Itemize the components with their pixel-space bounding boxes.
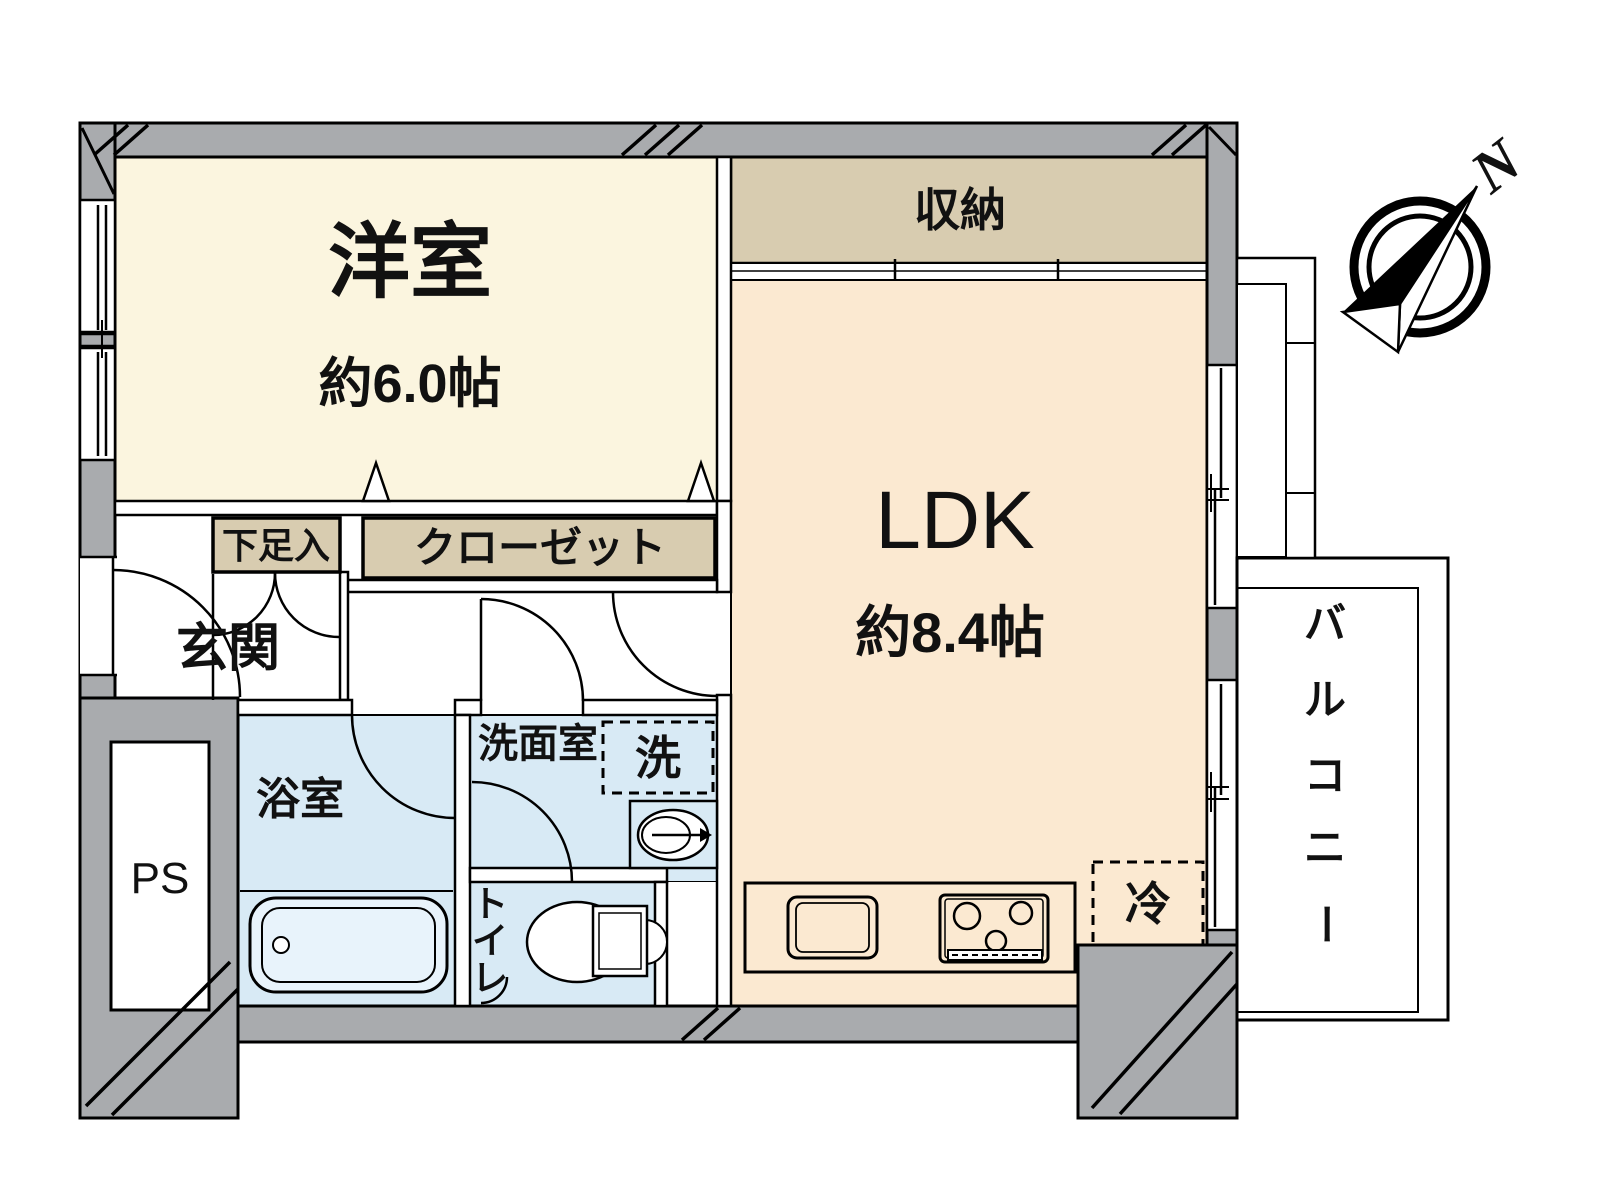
western-room-label: 洋室 (328, 217, 492, 308)
wall-western-ldk (715, 155, 733, 503)
balcony-char: コ (1304, 752, 1346, 799)
ldk-label: LDK (875, 475, 1035, 566)
toilet-char: ト (472, 883, 508, 924)
stove (938, 893, 1050, 964)
storage-area (729, 155, 1209, 265)
washroom-inner-door-arc (471, 780, 574, 883)
window-glyphs (80, 205, 1229, 927)
balcony-char: バ (1304, 600, 1346, 647)
shoe-box (211, 516, 342, 574)
refrigerator-label: 冷 (1125, 878, 1171, 930)
compass-outer-ring (1349, 196, 1491, 338)
entrance-label: 玄関 (176, 620, 280, 678)
toilet-char: レ (472, 957, 508, 998)
balcony-inner-rail (1236, 587, 1419, 1013)
bath-label: 浴室 (256, 774, 344, 824)
closet-box (361, 516, 717, 580)
pipe-space-box (109, 740, 211, 1012)
labels: 洋室 約6.0帖 LDK 約8.4帖 収納 クローゼット 下足入 玄関 浴室 洗… (131, 184, 1349, 998)
washroom-label: 洗面室 (478, 722, 598, 766)
front-door-arc (112, 568, 242, 698)
bath-door-arc (350, 714, 456, 820)
closet-door-marker (686, 459, 716, 503)
wall-bottom (236, 1004, 1080, 1044)
balcony-char: ニ (1304, 824, 1346, 871)
wall-washroom-toilet (468, 866, 669, 884)
burner-icon (1008, 900, 1034, 926)
shoe-box-door-arc (273, 572, 340, 639)
wall-hatches (80, 123, 1239, 1117)
kitchen-sink (786, 895, 879, 960)
ldk-size: 約8.4帖 (855, 601, 1045, 664)
faucet-arrow-icon (700, 828, 712, 842)
washing-machine-label: 洗 (635, 732, 681, 784)
balcony-char: ー (1302, 903, 1349, 945)
shoe-box-label: 下足入 (222, 525, 330, 566)
compass-tail (1339, 302, 1402, 355)
tub-drain (272, 936, 290, 954)
closet-label: クローゼット (414, 524, 666, 571)
storage-label: 収納 (914, 184, 1006, 236)
wall-closet-side (715, 499, 733, 594)
wall-wet-band (581, 698, 719, 717)
toilet-door-arc (480, 976, 509, 1005)
western-room-floor (114, 156, 718, 502)
interior-walls (113, 155, 733, 1008)
refrigerator-box (1091, 860, 1205, 947)
ldk-door-arc (611, 591, 718, 698)
toilet-char: イ (472, 920, 508, 961)
western-room-size: 約6.0帖 (318, 354, 501, 414)
balcony-label: バ ル コ ニ ー (1302, 600, 1349, 945)
wall-hall-top (343, 578, 719, 594)
bathtub (240, 890, 453, 994)
balcony-char: ル (1304, 676, 1346, 723)
wall-western-bottom (113, 499, 719, 517)
closet-door-marker (361, 459, 391, 503)
door-arcs (112, 568, 718, 1005)
wall-bath-washroom (453, 713, 472, 1008)
compass-inner-ring (1366, 213, 1474, 321)
wall-wet-band (453, 698, 483, 717)
toilet-label: ト イ レ (472, 883, 508, 998)
service-alcove-inner (1236, 283, 1287, 558)
washbasin (628, 799, 719, 870)
compass: N (1339, 125, 1535, 355)
balcony (1235, 256, 1450, 1022)
wall-entrance-hall (338, 570, 350, 702)
wall-wet-ldk (715, 693, 733, 1008)
shoe-box-door-arc (212, 572, 277, 637)
washroom-door-arc (480, 597, 585, 702)
toilet-door-niche (667, 882, 717, 1006)
kitchen-counter (743, 881, 1077, 974)
toilet-bowl-icon (525, 900, 668, 984)
washing-machine-box (601, 720, 715, 795)
burner-icon (952, 901, 982, 931)
balcony-outer-rail (1235, 556, 1450, 1022)
compass-needle-dark (1343, 186, 1477, 312)
front-door-opening (80, 557, 117, 675)
wall-top (78, 121, 1212, 159)
pipe-space-label: PS (131, 854, 190, 903)
wall-wet-band (236, 698, 354, 717)
